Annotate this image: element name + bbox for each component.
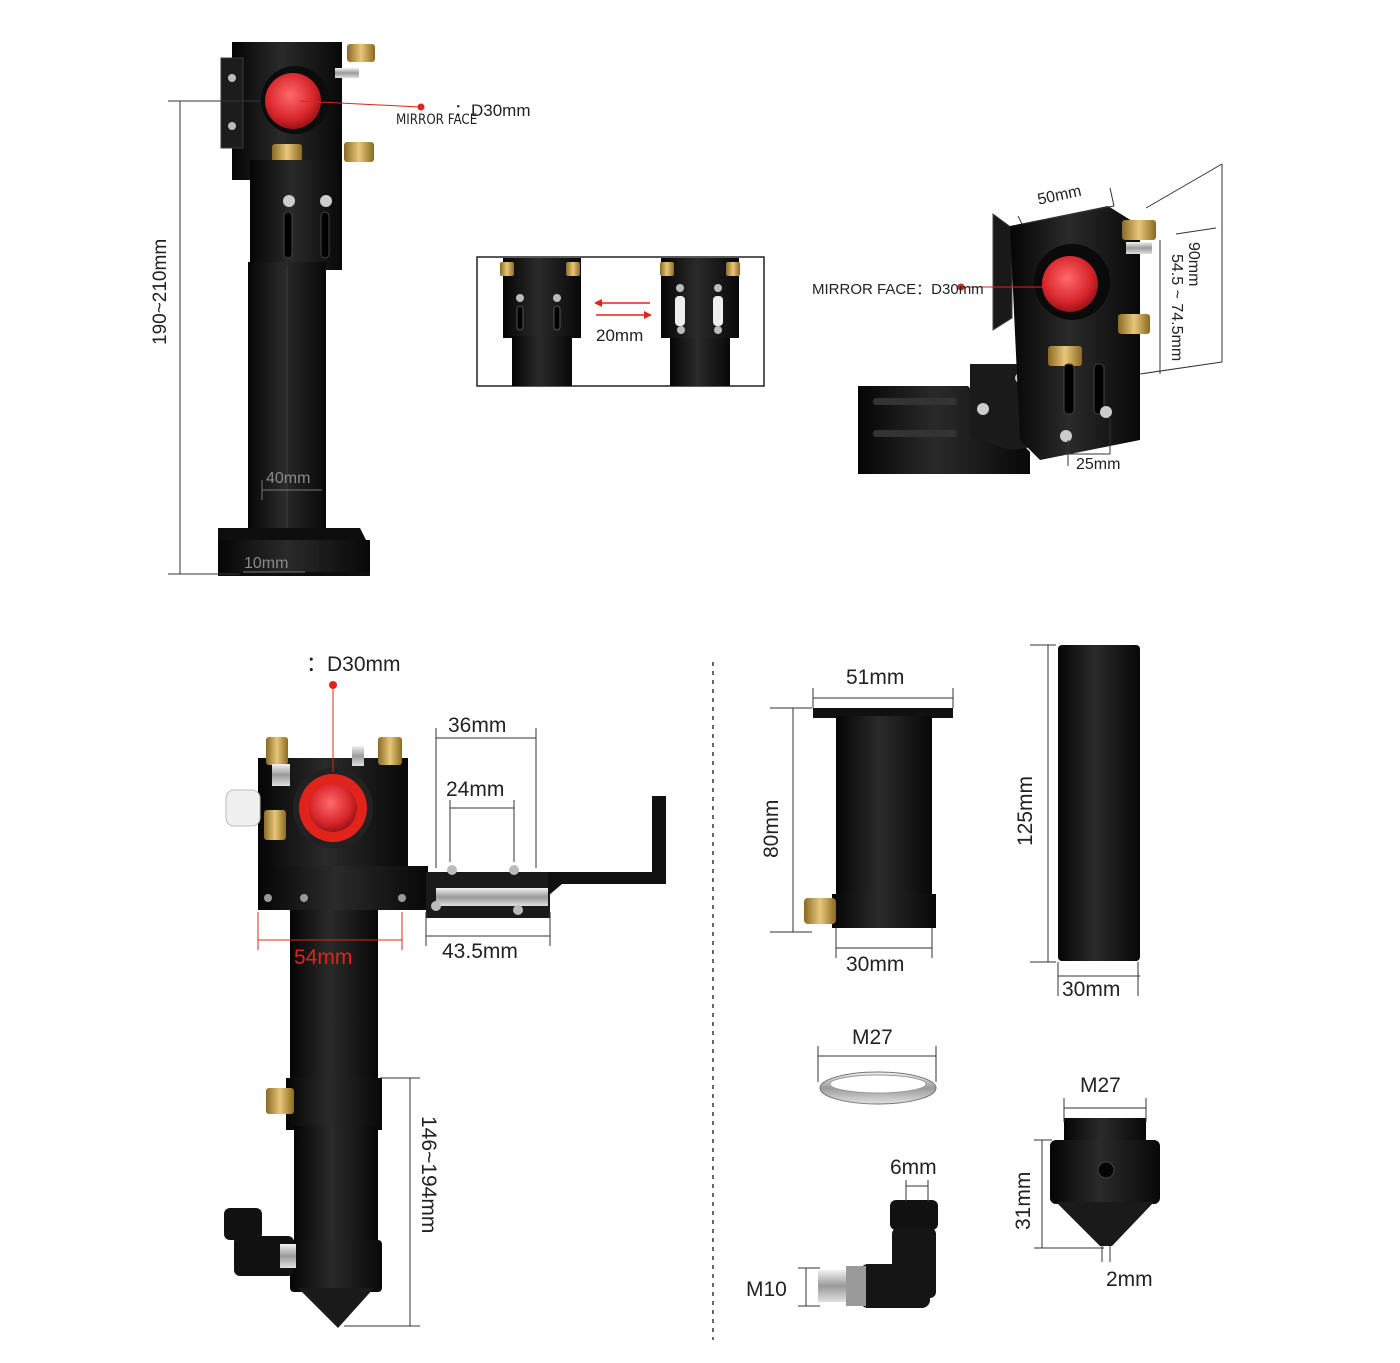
tall-mount-mirror-face-label: MIRROR FACE <box>396 112 478 128</box>
tall-mirror-mount <box>168 42 425 576</box>
fitting-thread-label: M10 <box>746 1278 787 1301</box>
bracket-width-label: 36mm <box>448 714 507 737</box>
air-fitting-part <box>798 1180 938 1308</box>
nozzle-tip-label: 2mm <box>1106 1268 1153 1291</box>
bracket-length-label: 43.5mm <box>442 940 518 963</box>
short-mount-mirror-face-label: MIRROR FACE：D30mm <box>812 281 984 298</box>
fitting-tube-label: 6mm <box>890 1156 937 1179</box>
nozzle-part <box>1034 1098 1160 1262</box>
lens-holder-part <box>770 688 954 958</box>
tall-mount-diameter-label: ：D30mm <box>454 101 531 120</box>
tube-height-label: 125mm <box>1014 775 1037 846</box>
travel-distance-label: 20mm <box>596 326 644 345</box>
ring-thread-label: M27 <box>852 1026 893 1049</box>
short-mirror-mount <box>858 163 1223 474</box>
holder-bottom-width-label: 30mm <box>846 953 905 976</box>
tube-width-label: 30mm <box>1062 978 1121 1001</box>
travel-inset <box>476 256 765 387</box>
tall-mount-height-label: 190~210mm <box>150 238 171 345</box>
m27-ring-part <box>817 1046 937 1105</box>
extension-tube-part <box>1030 644 1140 996</box>
holder-height-label: 80mm <box>760 799 783 858</box>
short-mount-base-label: 25mm <box>1076 456 1121 473</box>
head-height-label: 146~194mm <box>417 1116 440 1234</box>
nozzle-height-label: 31mm <box>1012 1171 1035 1230</box>
short-mount-height-label: 90mm <box>1185 242 1202 287</box>
holder-top-width-label: 51mm <box>846 666 905 689</box>
short-mount-range-label: 54.5 ~ 74.5mm <box>1168 254 1185 362</box>
slot-width-label: 24mm <box>446 778 505 801</box>
nozzle-thread-label: M27 <box>1080 1074 1121 1097</box>
laser-head-assembly <box>224 681 666 1328</box>
plate-width-label: 54mm <box>294 946 353 969</box>
tall-mount-base-label: 10mm <box>244 555 289 572</box>
head-diameter-label: ：D30mm <box>306 653 401 676</box>
tall-mount-width-label: 40mm <box>266 470 311 487</box>
